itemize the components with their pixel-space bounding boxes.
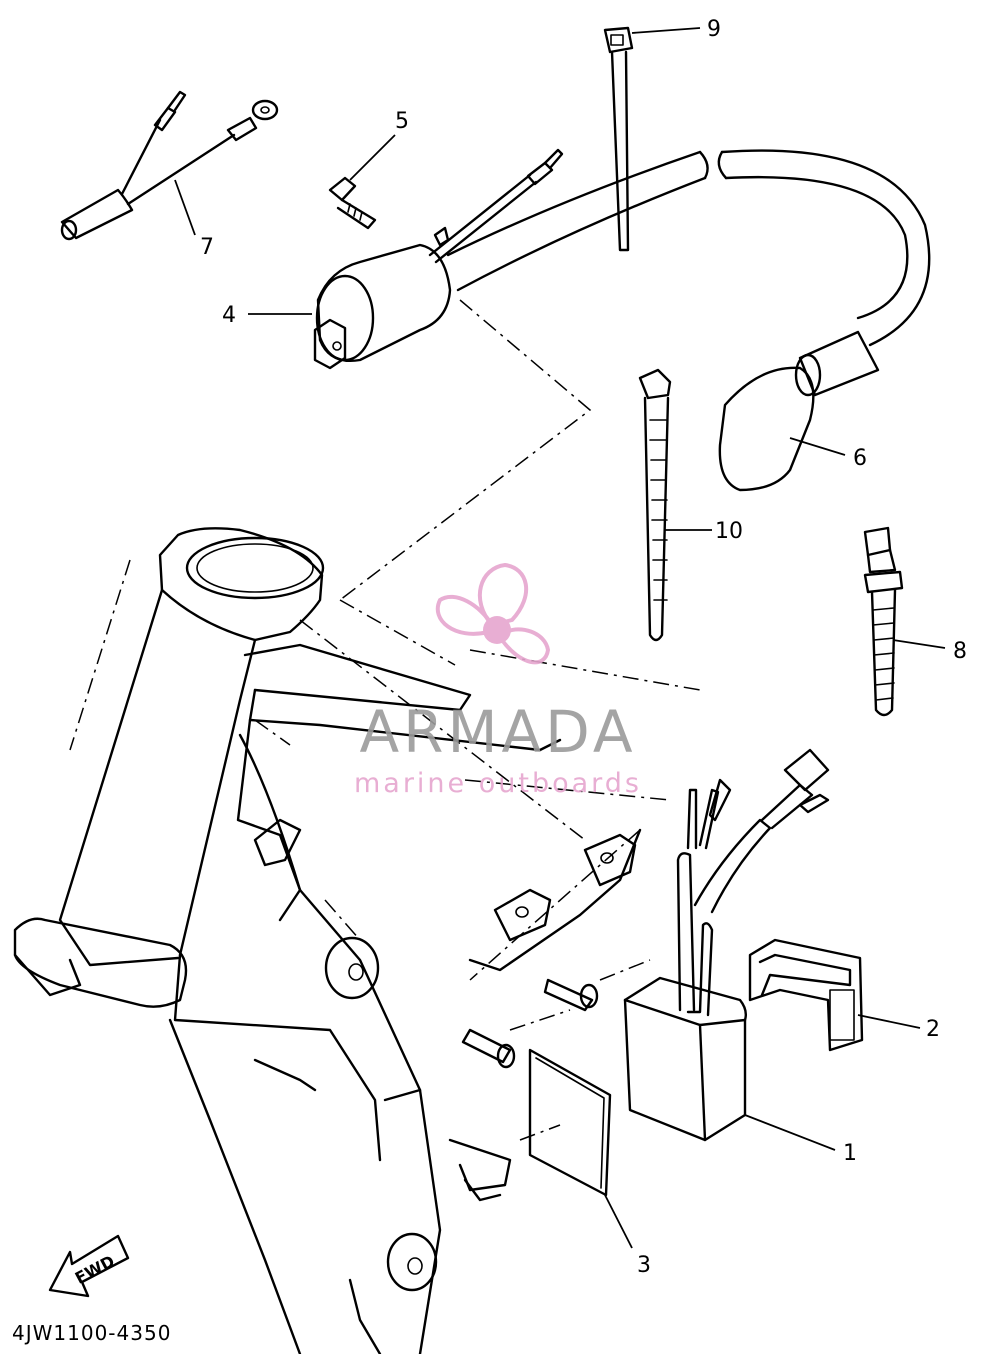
callout-7: 7 (200, 235, 214, 260)
callout-4: 4 (222, 303, 236, 328)
part-2-bracket (748, 938, 921, 1052)
callout-1: 1 (843, 1141, 857, 1166)
part-5-bolt (328, 134, 396, 230)
fwd-label: FWD (72, 1251, 118, 1287)
part-8-band (863, 526, 946, 717)
callout-9: 9 (707, 17, 721, 42)
callout-2: 2 (926, 1017, 940, 1042)
propeller-icon (435, 562, 551, 665)
part-code: 4JW1100-4350 (12, 1321, 171, 1345)
callout-6: 6 (853, 446, 867, 471)
watermark-brand: ARMADA (359, 698, 636, 766)
callout-5: 5 (395, 109, 409, 134)
part-1-cdi-unit (623, 748, 836, 1151)
callout-10: 10 (715, 519, 743, 544)
part-7-lead-wire (60, 90, 279, 241)
callout-8: 8 (953, 639, 967, 664)
part-4-ignition-coil (248, 148, 564, 370)
part-9-small-tie (603, 26, 701, 252)
watermark-tagline: marine outboards (354, 768, 642, 799)
part-3-pad (528, 1048, 633, 1249)
part-6-plug-cap (446, 149, 931, 492)
callout-3: 3 (637, 1253, 651, 1278)
watermark: ARMADA marine outboards (354, 562, 642, 799)
callouts: 1 2 3 4 5 6 7 8 9 10 (200, 17, 967, 1278)
frame-drawing (13, 299, 701, 1356)
fwd-arrow-icon: FWD (48, 1234, 130, 1298)
part-10-long-tie (638, 368, 712, 642)
